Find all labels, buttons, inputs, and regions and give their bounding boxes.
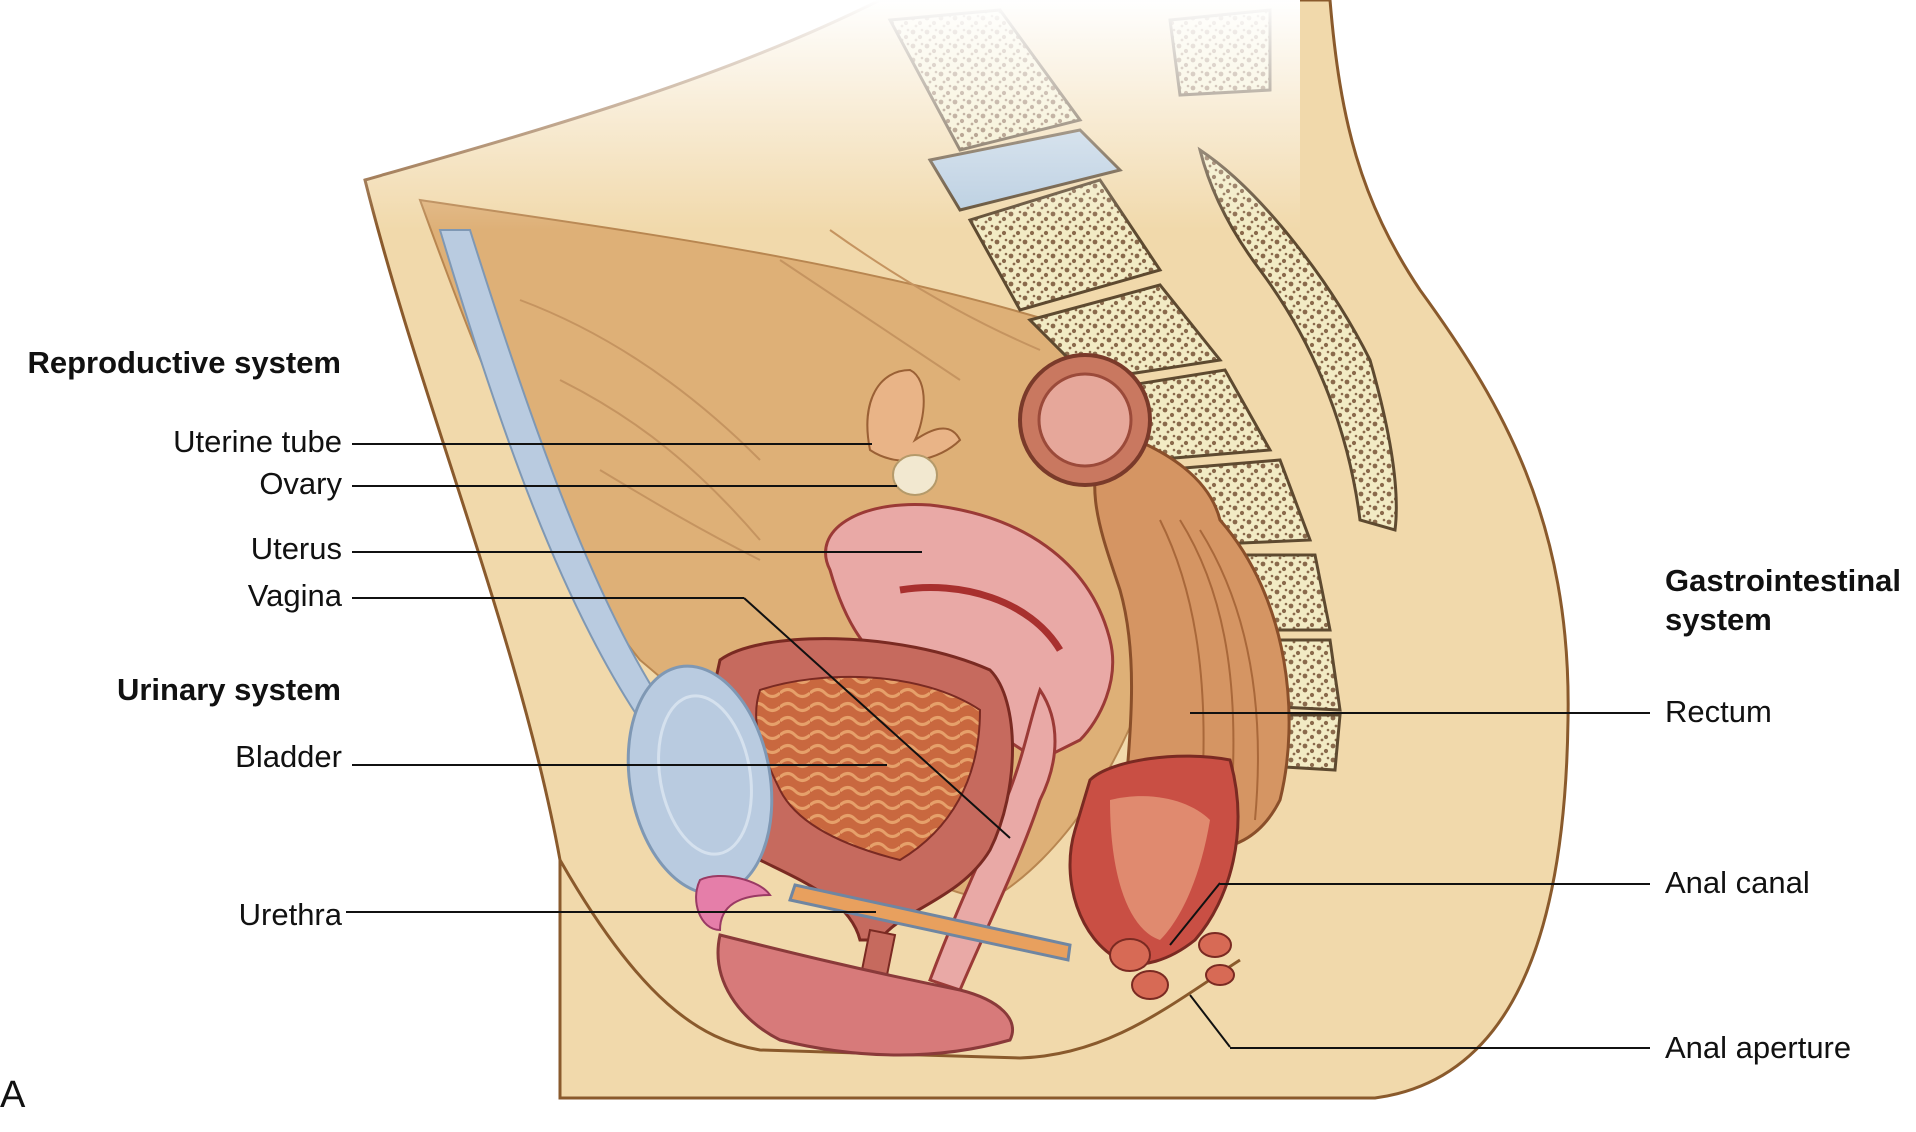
leader-anal-aperture [1230,1047,1650,1049]
body-cut-edge [558,859,1241,1060]
label-uterine-tube: Uterine tube [173,424,342,459]
label-urethra: Urethra [238,897,342,932]
clitoris-shape [695,874,772,932]
uterine-tube-shape [866,368,962,462]
ovary-shape [892,454,938,496]
leader-anal-canal [1220,883,1650,885]
rectum-shape [1093,428,1291,852]
leader-uterus [352,551,922,553]
label-vagina: Vagina [247,578,342,613]
panel-letter: A [0,1074,26,1116]
label-uterus: Uterus [250,531,342,566]
leader-rectum [1190,712,1650,714]
leader-bladder [352,764,887,766]
leader-urethra [346,911,876,913]
label-rectum: Rectum [1665,694,1772,729]
label-bladder: Bladder [235,739,342,774]
label-gastrointestinal-line1: Gastrointestinal [1665,563,1901,598]
label-urinary-system: Urinary system [116,672,341,707]
top-fade [300,0,1300,230]
sigmoid-lumen [1037,372,1133,468]
label-reproductive-system: Reproductive system [27,345,341,380]
label-gastrointestinal-line2: system [1665,602,1772,637]
leader-ovary [352,485,897,487]
leader-uterine-tube [352,443,872,445]
label-anal-canal: Anal canal [1665,865,1810,900]
label-anal-aperture: Anal aperture [1665,1030,1852,1065]
labia-shape [716,933,1014,1057]
intestinal-folds [519,229,1041,561]
label-ovary: Ovary [259,466,342,501]
leader-vagina [352,597,744,599]
perineal-muscle [788,883,1072,962]
anal-canal-inner [1110,796,1210,940]
